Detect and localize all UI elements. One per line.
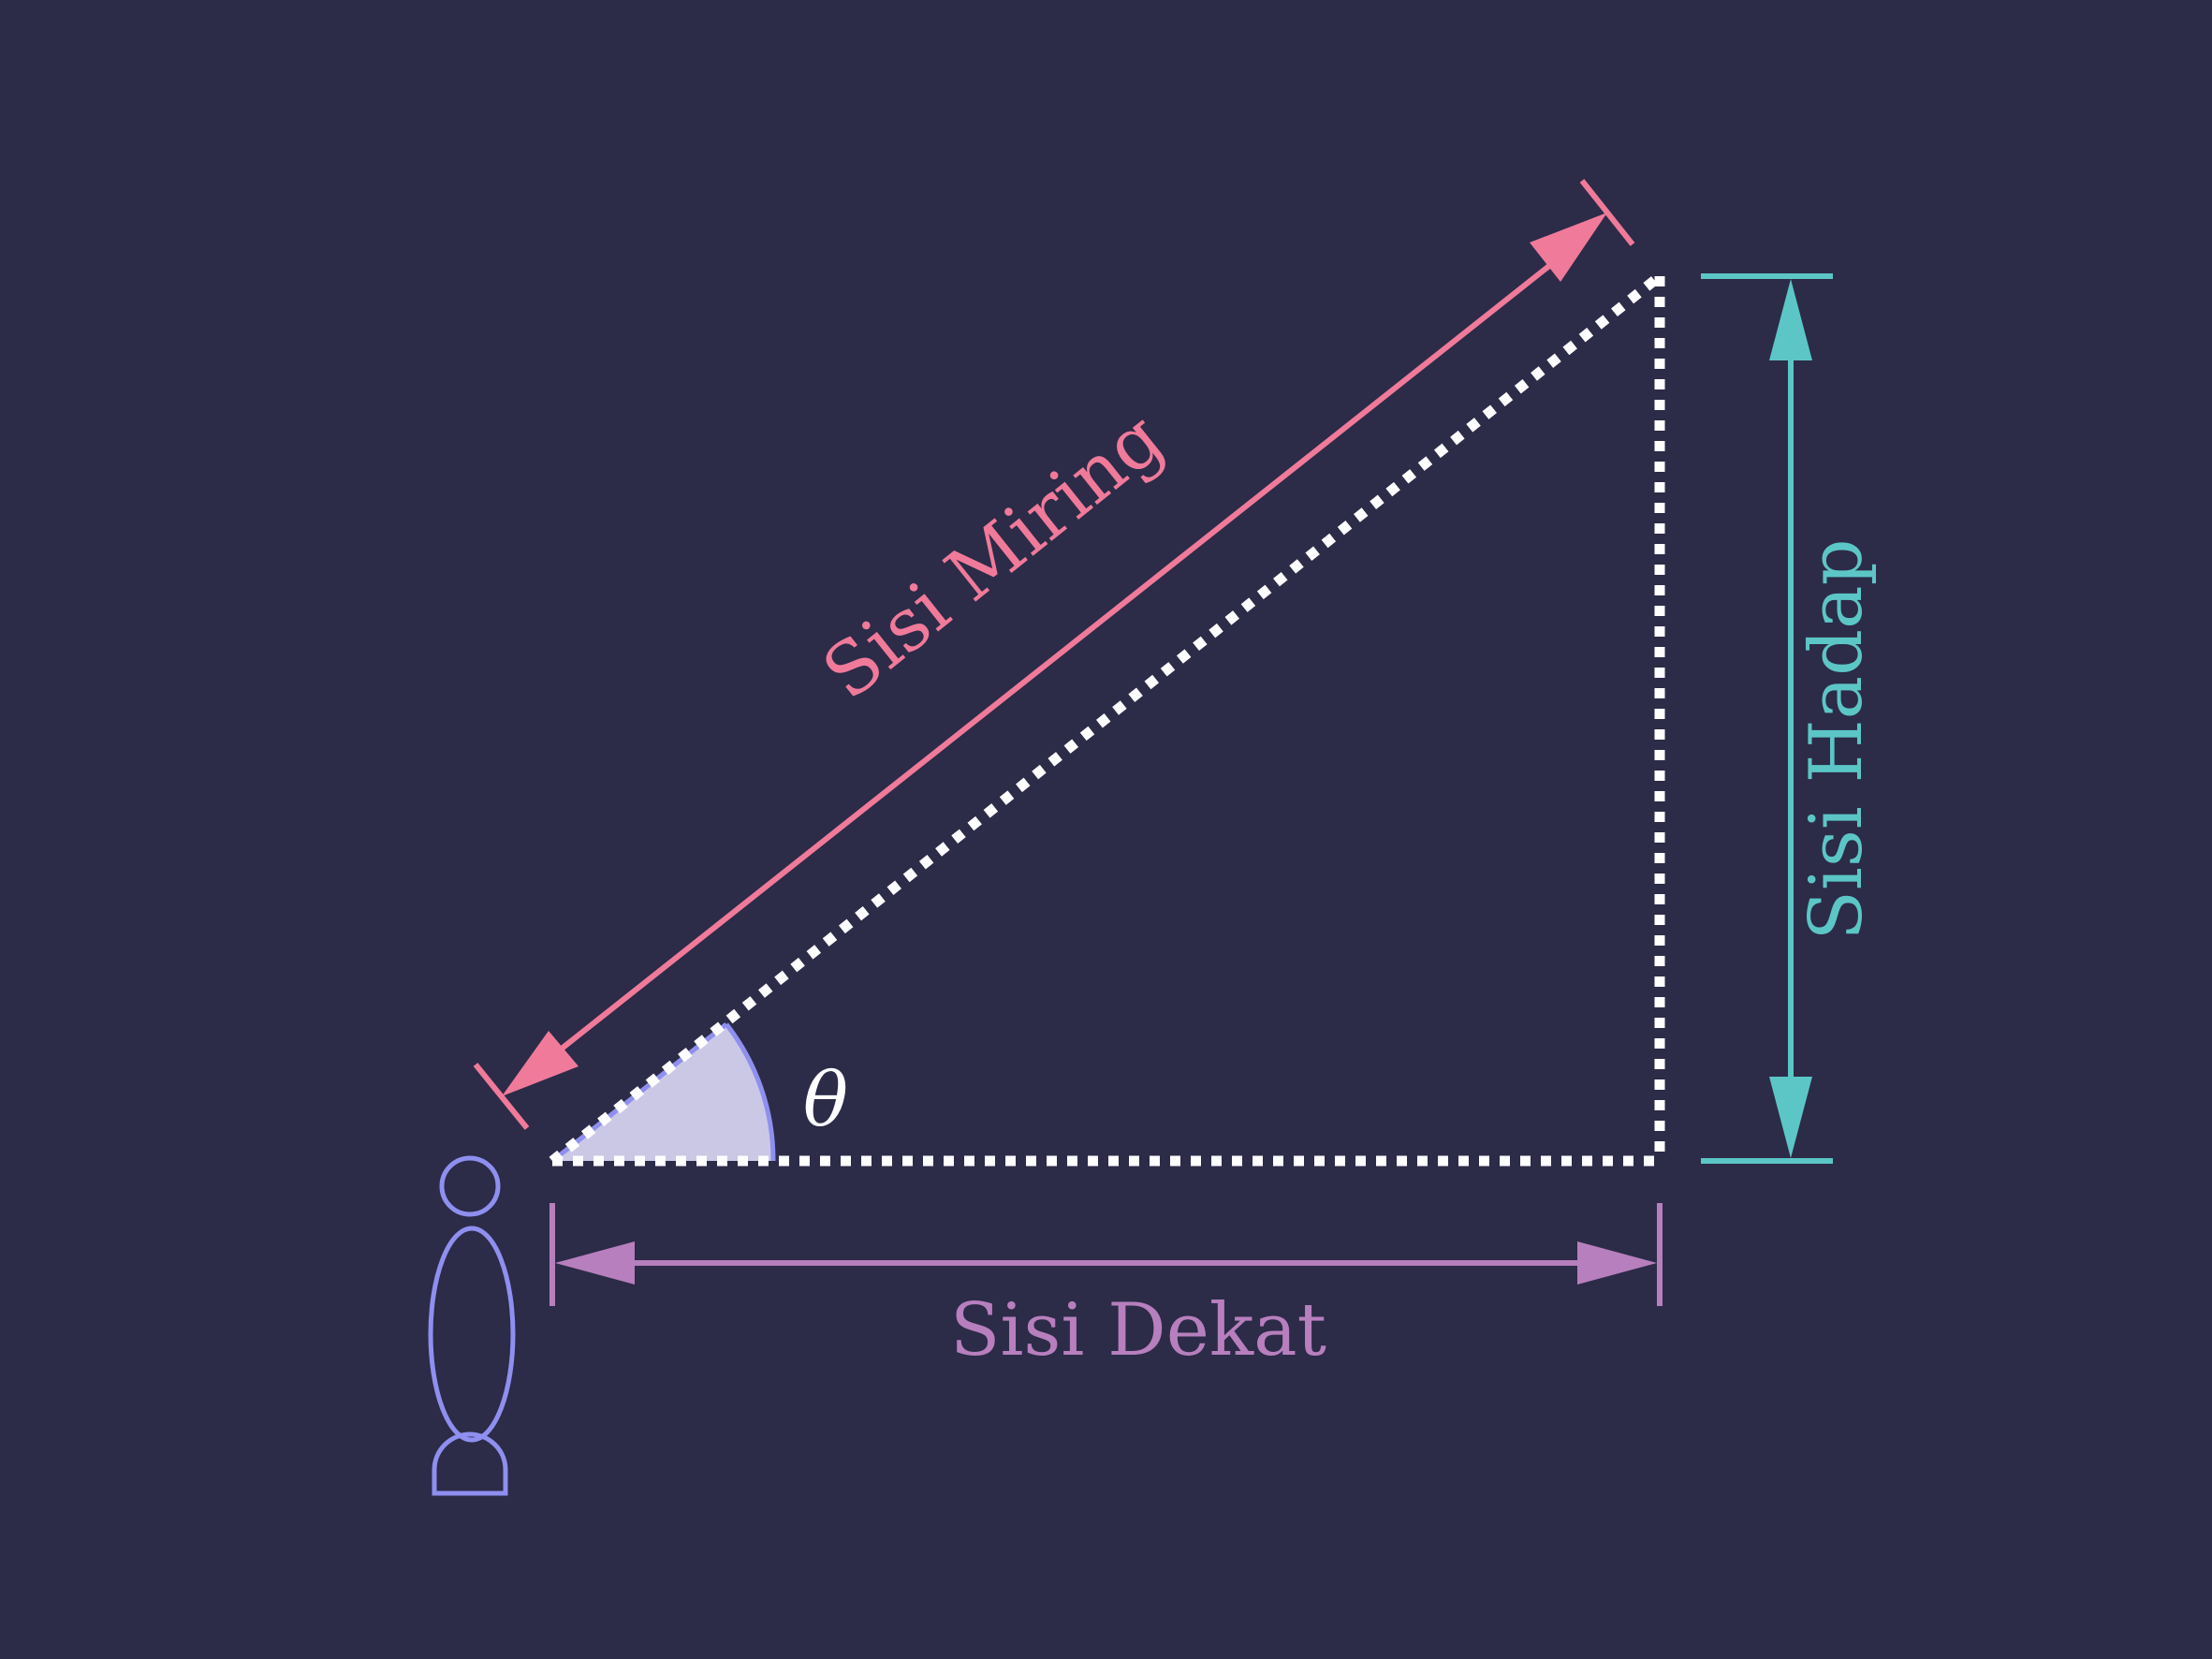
opposite-arrowhead-bottom <box>1769 1077 1812 1158</box>
hypotenuse-dimension <box>473 179 1635 1130</box>
opposite-label: Sisi Hadap <box>1795 538 1879 940</box>
triangle <box>549 272 1665 1167</box>
adjacent-arrowhead-right <box>1577 1241 1657 1285</box>
opposite-dimension <box>1701 273 1833 1164</box>
adjacent-label: Sisi Dekat <box>950 1288 1326 1373</box>
angle-wedge <box>552 1024 774 1161</box>
hypotenuse-arrowhead-start <box>502 1031 579 1096</box>
angle-label: θ <box>803 1056 848 1143</box>
angle-arc <box>725 1022 776 1162</box>
opposite-arrowhead-top <box>1769 279 1812 360</box>
person-base <box>432 1431 508 1496</box>
person-icon <box>428 1155 516 1496</box>
person-head <box>439 1155 501 1217</box>
hypotenuse-line <box>560 259 1556 1051</box>
person-body <box>428 1226 516 1443</box>
hypotenuse-tick-start <box>473 1063 530 1130</box>
adjacent-arrowhead-left <box>555 1241 635 1285</box>
hypotenuse-arrowhead-end <box>1530 213 1607 282</box>
triangle-hypotenuse <box>549 272 1663 1166</box>
adjacent-dimension <box>549 1203 1663 1306</box>
